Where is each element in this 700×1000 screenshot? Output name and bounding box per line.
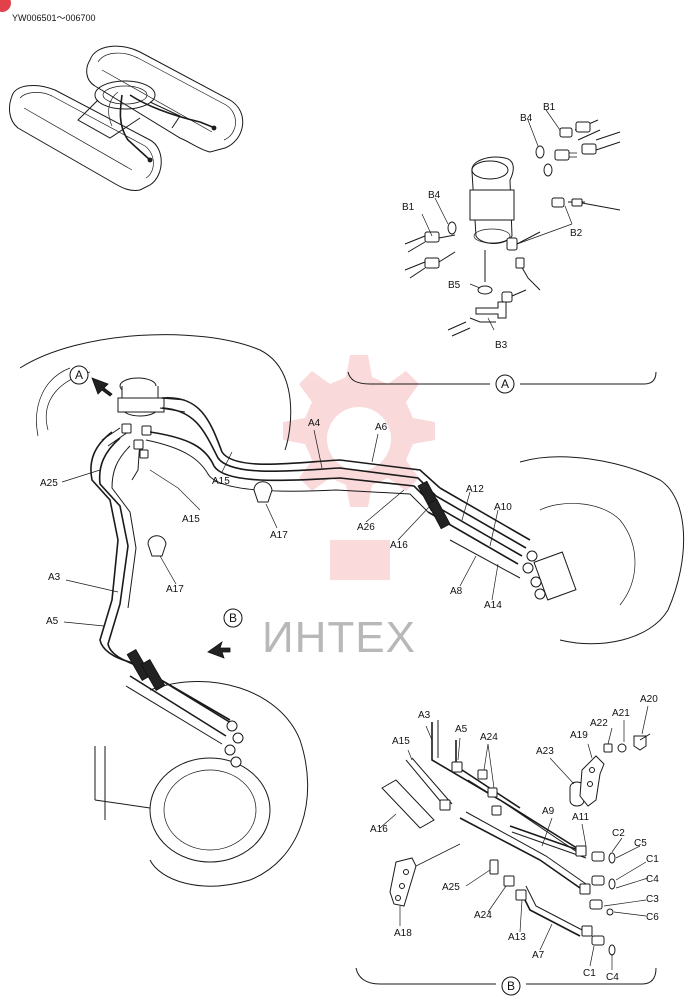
watermark-text: ИНТЕХ [262,613,416,662]
callout-a10: A10 [494,502,512,513]
callout-a5-main: A5 [46,616,59,627]
svg-text:A: A [75,368,83,382]
callout-a17-low: A17 [166,584,184,595]
callout-a3-main: A3 [48,572,61,583]
corner-marker [0,0,11,12]
callout-c4-1: C4 [646,874,659,885]
callout-a15-main: A15 [182,514,200,525]
svg-text:A: A [501,377,509,391]
serial-range: YW006501～006700 [12,13,96,23]
callout-a11: A11 [572,812,589,823]
detail-view-b [355,705,657,985]
callout-a3-b: A3 [418,710,431,721]
callout-c6: C6 [646,912,659,923]
callout-c4-2: C4 [606,972,619,983]
callout-a15-mid: A15 [212,476,230,487]
callout-a25-b: A25 [442,882,460,893]
callout-c2-1: C2 [612,828,625,839]
callout-a6: A6 [375,422,388,433]
view-marker-a-detail: A [495,374,515,394]
callout-a24-b2: A24 [474,910,492,921]
callout-b1-top: B1 [543,102,556,113]
undercarriage-overview [9,45,244,191]
callout-a18: A18 [394,928,412,939]
callout-a5-b: A5 [455,724,468,735]
callout-a4: A4 [308,418,321,429]
watermark-gear-logo [283,355,435,580]
view-marker-a-main: A [69,365,89,385]
callout-c1-1: C1 [646,854,659,865]
callout-labels: B1 B4 B4 B1 B2 B5 B3 A25 A15 A15 A4 A6 A… [40,102,659,983]
callout-a19: A19 [570,730,588,741]
callout-c3: C3 [646,894,659,905]
callout-a14: A14 [484,600,502,611]
callout-a20: A20 [640,694,658,705]
callout-a12: A12 [466,484,484,495]
callout-a16-main: A16 [390,540,408,551]
callout-a7: A7 [532,950,545,961]
callout-a24-b1: A24 [480,732,498,743]
callout-a21: A21 [612,708,630,719]
callout-c1-2: C1 [583,968,596,979]
callout-c5-1: C5 [634,838,647,849]
svg-text:B: B [229,611,237,625]
callout-b1-left: B1 [402,202,415,213]
callout-a9: A9 [542,806,555,817]
svg-text:B: B [507,979,515,993]
detail-view-a [347,109,657,385]
callout-a17-top: A17 [270,530,288,541]
callout-a8: A8 [450,586,463,597]
callout-b5: B5 [448,280,461,291]
callout-a26: A26 [357,522,375,533]
callout-a13: A13 [508,932,526,943]
main-piping-view [19,334,685,887]
callout-b4-left: B4 [428,190,441,201]
callout-a22: A22 [590,718,608,729]
view-marker-b-main: B [223,608,243,628]
callout-a15-b: A15 [392,736,410,747]
callout-a23: A23 [536,746,554,757]
callout-b3: B3 [495,340,508,351]
callout-a25-main: A25 [40,478,58,489]
callout-b2: B2 [570,228,583,239]
callout-a16-b: A16 [370,824,388,835]
view-marker-b-detail: B [501,976,521,996]
callout-b4-top: B4 [520,113,533,124]
